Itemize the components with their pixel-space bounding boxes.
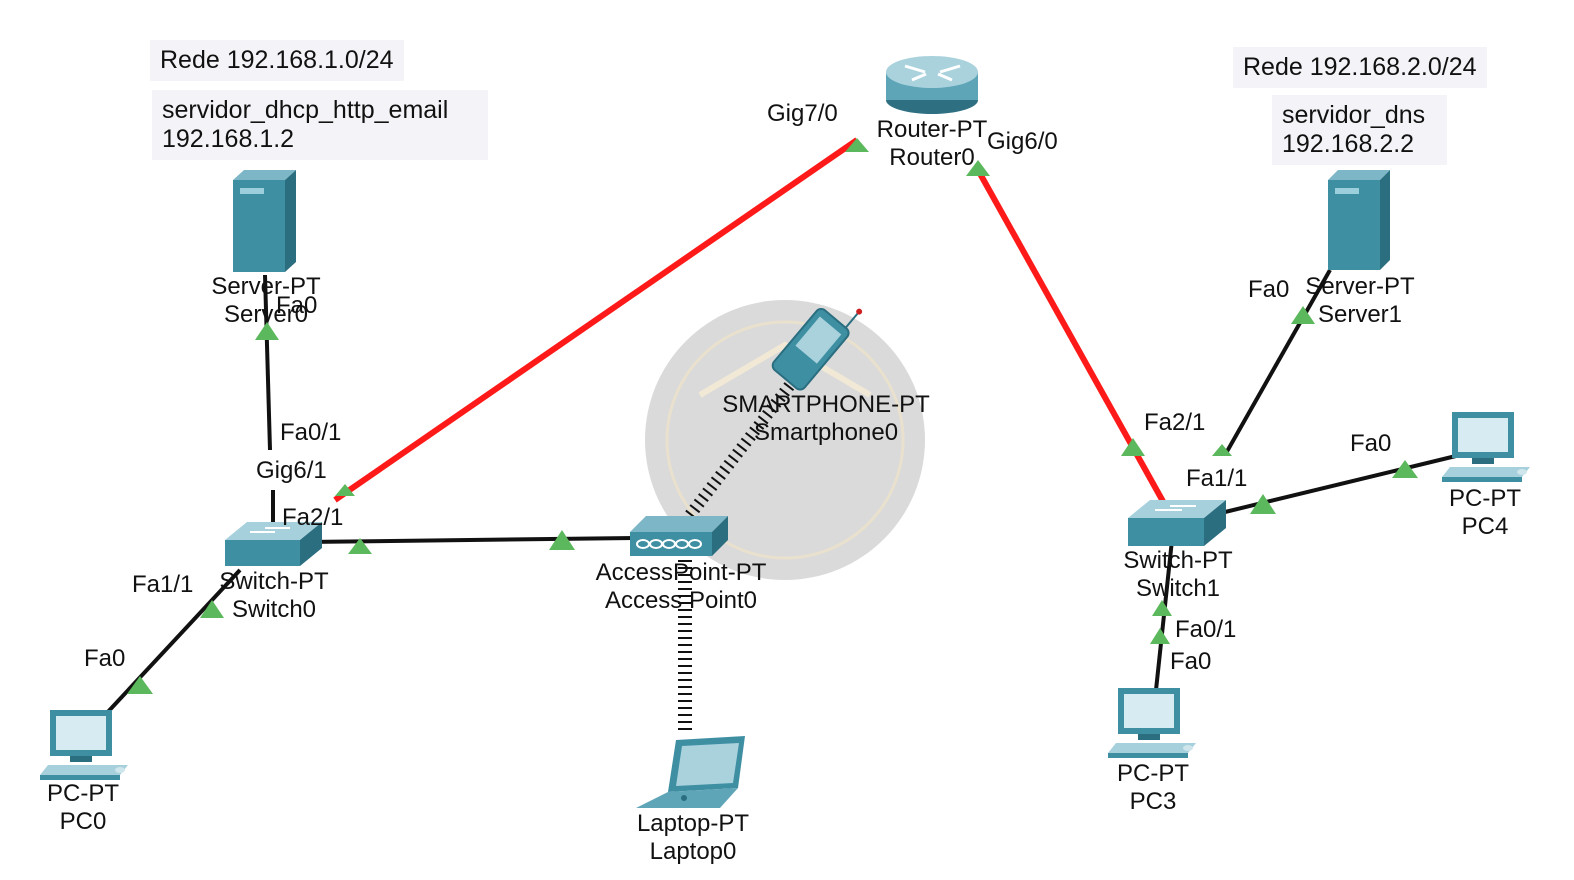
port-label: Fa1/1: [132, 571, 194, 598]
laptop-label: Laptop-PT Laptop0: [637, 810, 749, 866]
device-type: Switch-PT: [1123, 547, 1233, 574]
access-point-label: AccessPoint-PT Access Point0: [596, 559, 767, 615]
link-up-icon: [1152, 600, 1172, 616]
port-label: Fa0: [1350, 430, 1392, 457]
link-up-icon: [1291, 306, 1315, 324]
device-name: Router0: [889, 144, 975, 171]
device-type: Laptop-PT: [636, 810, 750, 837]
switch-icon[interactable]: [1128, 500, 1226, 546]
link-server1-switch1: [1223, 269, 1332, 456]
server-note: servidor_dhcp_http_email 192.168.1.2: [152, 90, 488, 160]
device-name: Smartphone0: [753, 419, 899, 446]
device-name: Laptop0: [649, 838, 737, 865]
device-type: AccessPoint-PT: [595, 559, 767, 586]
device-type: SMARTPHONE-PT: [722, 391, 930, 418]
device-name: Switch1: [1135, 575, 1221, 602]
switch1-label: Switch-PT Switch1: [1123, 547, 1232, 603]
device-type: PC-PT: [1117, 760, 1189, 787]
link-up-icon: [1250, 494, 1276, 514]
router-icon[interactable]: [886, 56, 978, 114]
device-type: Server-PT: [1305, 273, 1415, 300]
pc-icon[interactable]: [1442, 412, 1530, 482]
server-icon[interactable]: [233, 170, 296, 272]
port-label: Fa0: [276, 292, 318, 319]
link-up-icon: [966, 160, 990, 176]
device-name: Switch0: [231, 596, 317, 623]
link-up-icon: [1150, 628, 1170, 644]
link-up-icon: [255, 322, 279, 340]
device-type: Switch-PT: [219, 568, 329, 595]
port-label: Fa0/1: [280, 419, 342, 446]
port-label: Fa0/1: [1175, 616, 1237, 643]
link-up-icon: [1212, 444, 1232, 456]
port-label: Gig7/0: [767, 100, 838, 127]
link-switch0-pc0: [103, 568, 242, 717]
smartphone-label: SMARTPHONE-PT Smartphone0: [722, 391, 930, 447]
link-up-icon: [335, 484, 355, 496]
device-name: PC4: [1461, 513, 1509, 540]
pc3-label: PC-PT PC3: [1117, 760, 1189, 816]
switch-icon[interactable]: [225, 522, 322, 566]
link-up-icon: [549, 530, 575, 550]
device-type: PC-PT: [1449, 485, 1521, 512]
link-status-indicators: [127, 138, 1418, 694]
pc4-label: PC-PT PC4: [1449, 485, 1521, 541]
link-up-icon: [845, 138, 869, 152]
device-name: Access Point0: [604, 587, 758, 614]
port-label: Fa2/1: [1144, 409, 1206, 436]
server0-label: Server-PT Server0: [211, 273, 320, 329]
pc-icon[interactable]: [40, 710, 128, 780]
access-point-icon[interactable]: [630, 516, 728, 556]
link-server0-switch0: [263, 274, 272, 451]
link-up-icon: [127, 676, 153, 694]
port-label: Gig6/0: [987, 128, 1058, 155]
pc0-label: PC-PT PC0: [47, 780, 119, 836]
pc-icon[interactable]: [1108, 688, 1196, 758]
device-type: PC-PT: [47, 780, 119, 807]
link-router-switch0: [333, 137, 859, 503]
device-type: Server-PT: [211, 273, 321, 300]
device-name: PC3: [1129, 788, 1177, 815]
server-icon[interactable]: [1328, 170, 1390, 270]
laptop-icon[interactable]: [636, 736, 745, 808]
server-note: servidor_dns 192.168.2.2: [1272, 95, 1447, 165]
port-label: Fa1/1: [1186, 465, 1248, 492]
port-label: Gig6/1: [256, 457, 327, 484]
port-label: Fa2/1: [282, 504, 344, 531]
device-type: Router-PT: [876, 116, 988, 143]
link-up-icon: [348, 538, 372, 554]
device-name: PC0: [59, 808, 107, 835]
link-switch0-ap: [304, 536, 636, 544]
port-label: Fa0: [1248, 276, 1290, 303]
watermark-logo: [645, 300, 925, 580]
switch0-label: Switch-PT Switch0: [219, 568, 328, 624]
port-label: Fa0: [1170, 648, 1212, 675]
device-name: Server0: [223, 301, 309, 328]
server1-label: Server-PT Server1: [1305, 273, 1414, 329]
link-up-icon: [200, 600, 224, 618]
link-up-icon: [1121, 438, 1145, 456]
port-label: Fa0: [84, 645, 126, 672]
smartphone-icon[interactable]: [770, 288, 866, 392]
network-note: Rede 192.168.1.0/24: [150, 40, 404, 81]
network-note: Rede 192.168.2.0/24: [1233, 47, 1487, 88]
device-name: Server1: [1317, 301, 1403, 328]
link-up-icon: [1392, 460, 1418, 478]
router-label: Router-PT Router0: [877, 116, 988, 172]
